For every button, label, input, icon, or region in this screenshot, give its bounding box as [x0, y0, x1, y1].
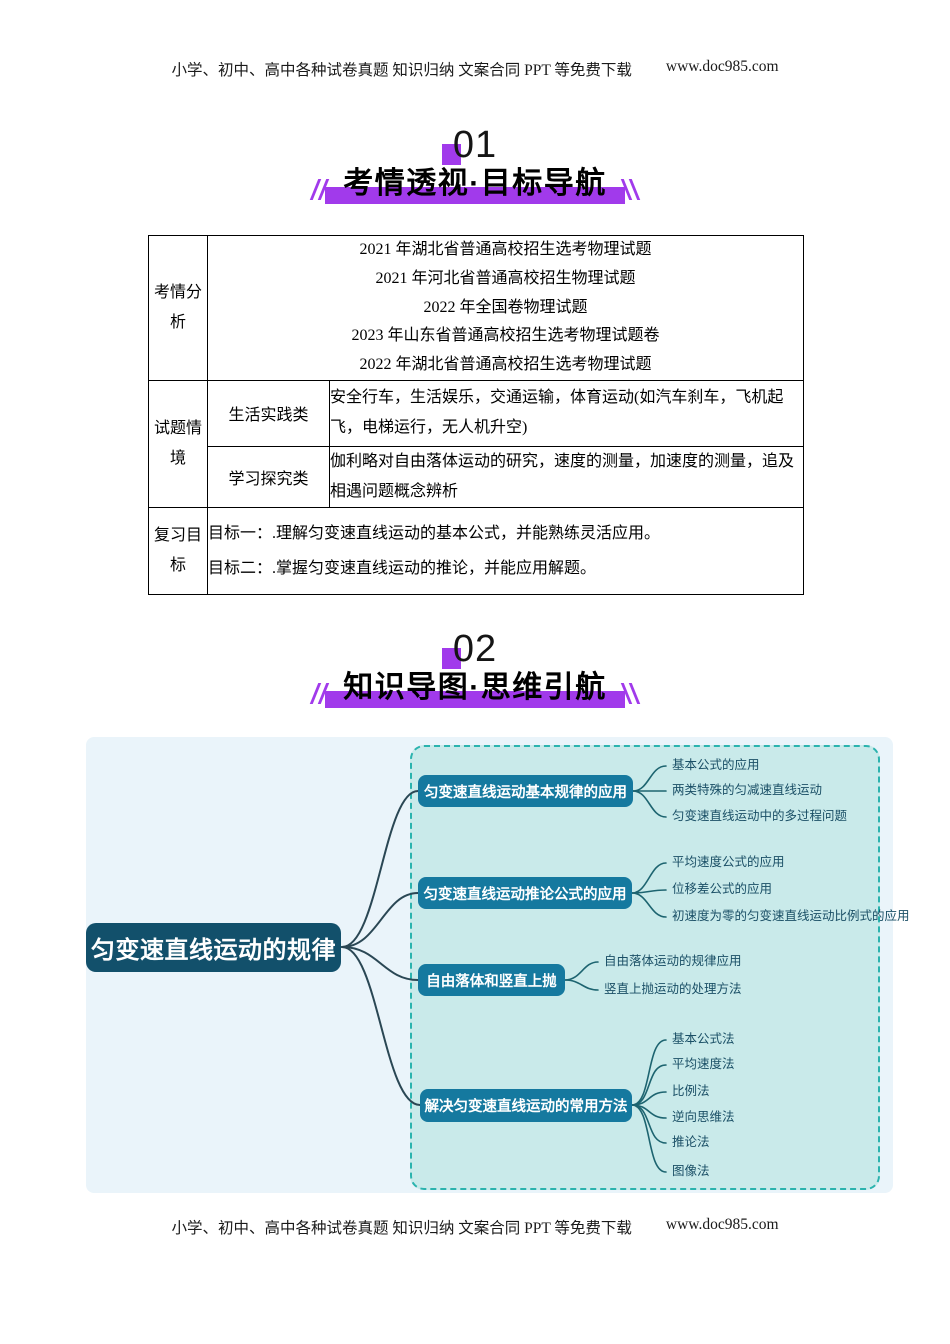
mindmap-leaf: 平均速度法: [672, 1057, 735, 1071]
section-2-number-text: 02: [452, 628, 498, 670]
purple-square-icon: [441, 648, 461, 669]
footer-text: 小学、初中、高中各种试卷真题 知识归纳 文案合同 PPT 等免费下载: [171, 1220, 632, 1237]
mindmap-branch-free-fall: 自由落体和竖直上抛: [418, 964, 565, 996]
purple-bar: [325, 691, 625, 708]
mindmap-leaf: 基本公式法: [672, 1032, 735, 1046]
goal-item: 目标二：.掌握匀变速直线运动的推论，并能应用解题。: [208, 559, 597, 577]
section-1-header: 01 考情透视·目标导航: [0, 124, 950, 204]
page-header: 小学、初中、高中各种试卷真题 知识归纳 文案合同 PPT 等免费下载 www.d…: [0, 58, 950, 80]
section-2-header: 02 知识导图·思维引航: [0, 628, 950, 708]
row-header-review-goals: 复习目标: [148, 506, 208, 595]
context-study-text: 伽利略对自由落体运动的研究，速度的测量，加速度的测量，追及相遇问题概念辨析: [328, 445, 805, 508]
exam-overview-table: 考情分析 2021 年湖北省普通高校招生选考物理试题 2021 年河北省普通高校…: [148, 235, 805, 595]
context-practice-text: 安全行车，生活娱乐，交通运输，体育运动(如汽车刹车，飞机起飞，电梯运行，无人机升…: [328, 379, 805, 447]
mindmap-leaf: 推论法: [672, 1135, 710, 1149]
mindmap-leaf: 初速度为零的匀变速直线运动比例式的应用: [672, 909, 910, 923]
mindmap-connectors: [341, 765, 667, 1173]
mindmap-leaf: 自由落体运动的规律应用: [604, 954, 742, 968]
mindmap-leaf: 基本公式的应用: [672, 758, 760, 772]
mindmap-leaf: 两类特殊的匀减速直线运动: [672, 783, 823, 797]
section-2-number: 02: [441, 628, 498, 670]
mindmap-leaf: 匀变速直线运动中的多过程问题: [672, 809, 848, 823]
context-category-practice: 生活实践类: [207, 379, 330, 447]
review-goals-cell: 目标一：.理解匀变速直线运动的基本公式，并能熟练灵活应用。 目标二：.掌握匀变速…: [206, 506, 805, 595]
exam-item: 2023 年山东省普通高校招生选考物理试题卷: [351, 327, 660, 345]
table-row: 考情分析 2021 年湖北省普通高校招生选考物理试题 2021 年河北省普通高校…: [148, 235, 805, 381]
exam-analysis-cell: 2021 年湖北省普通高校招生选考物理试题 2021 年河北省普通高校招生物理试…: [206, 235, 805, 381]
row-header-exam-analysis: 考情分析: [148, 235, 208, 381]
table-row: 复习目标 目标一：.理解匀变速直线运动的基本公式，并能熟练灵活应用。 目标二：.…: [148, 506, 805, 595]
section-1-number: 01: [441, 124, 498, 166]
section-2-title: 知识导图·思维引航: [325, 671, 625, 708]
mindmap-branch-basic-laws: 匀变速直线运动基本规律的应用: [418, 775, 633, 807]
exam-item: 2022 年湖北省普通高校招生选考物理试题: [359, 356, 652, 374]
table-row: 学习探究类 伽利略对自由落体运动的研究，速度的测量，加速度的测量，追及相遇问题概…: [149, 445, 805, 508]
mindmap-branch-common-methods: 解决匀变速直线运动的常用方法: [420, 1089, 632, 1122]
mindmap-leaf: 逆向思维法: [672, 1110, 735, 1124]
exam-item: 2021 年河北省普通高校招生物理试题: [375, 269, 636, 287]
exam-item: 2022 年全国卷物理试题: [423, 298, 588, 316]
mindmap-leaf: 比例法: [672, 1084, 710, 1098]
purple-square-icon: [441, 144, 461, 165]
row-header-question-context: 试题情境: [148, 379, 208, 508]
mindmap-root-node: 匀变速直线运动的规律: [86, 923, 341, 972]
section-1-number-text: 01: [452, 124, 498, 166]
mindmap-branch-corollary-formulas: 匀变速直线运动推论公式的应用: [418, 877, 632, 909]
section-1-title: 考情透视·目标导航: [325, 167, 625, 204]
mindmap-leaf: 平均速度公式的应用: [672, 855, 785, 869]
table-row: 试题情境 生活实践类 安全行车，生活娱乐，交通运输，体育运动(如汽车刹车，飞机起…: [148, 379, 805, 508]
footer-url-link[interactable]: www.doc985.com: [665, 1216, 779, 1233]
purple-bar: [325, 187, 625, 204]
exam-item: 2021 年湖北省普通高校招生选考物理试题: [359, 241, 652, 258]
mindmap-leaf: 图像法: [672, 1164, 710, 1178]
mindmap: 匀变速直线运动的规律 匀变速直线运动基本规律的应用 匀变速直线运动推论公式的应用…: [86, 737, 910, 1193]
goal-item: 目标一：.理解匀变速直线运动的基本公式，并能熟练灵活应用。: [208, 524, 661, 542]
page-footer: 小学、初中、高中各种试卷真题 知识归纳 文案合同 PPT 等免费下载 www.d…: [0, 1216, 950, 1238]
header-text: 小学、初中、高中各种试卷真题 知识归纳 文案合同 PPT 等免费下载: [171, 62, 632, 79]
context-category-study: 学习探究类: [207, 445, 330, 508]
mindmap-leaf: 位移差公式的应用: [672, 882, 773, 896]
mindmap-leaf: 竖直上抛运动的处理方法: [604, 982, 742, 996]
header-url-link[interactable]: www.doc985.com: [665, 58, 779, 75]
